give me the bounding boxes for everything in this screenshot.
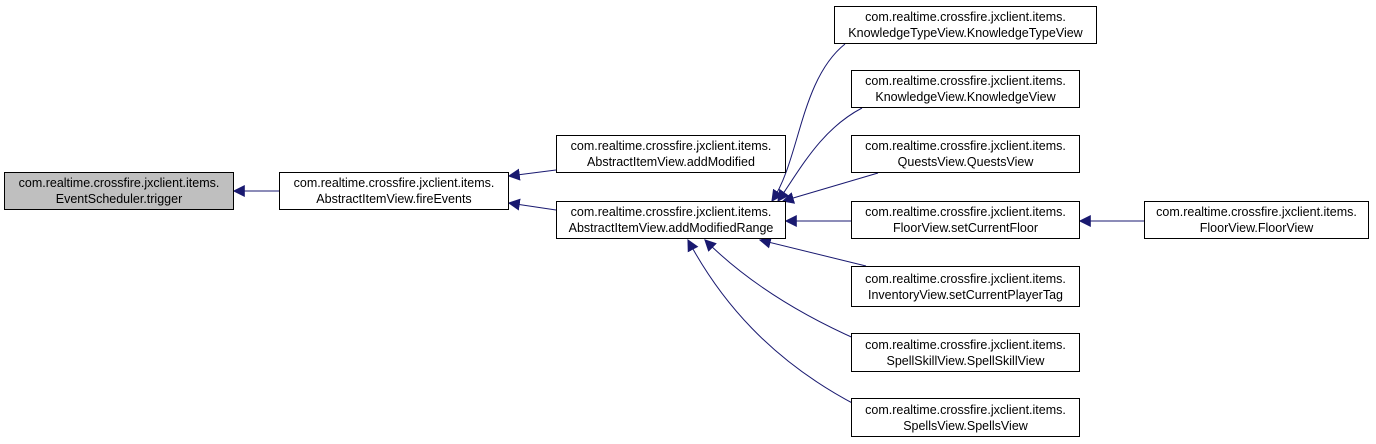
node-knowledge-view-line2: KnowledgeView.KnowledgeView: [875, 90, 1056, 104]
node-fire-events-line2: AbstractItemView.fireEvents: [316, 192, 472, 206]
node-trigger[interactable]: com.realtime.crossfire.jxclient.items. E…: [4, 172, 234, 210]
edge-add-modified-to-fire-events: [507, 168, 557, 181]
node-add-modified-range[interactable]: com.realtime.crossfire.jxclient.items. A…: [556, 201, 786, 239]
edge-knowledge-view-to-add-modified-range: [777, 107, 863, 202]
node-set-current-player-tag-line1: com.realtime.crossfire.jxclient.items.: [865, 271, 1066, 286]
node-trigger-line2: EventScheduler.trigger: [55, 192, 183, 206]
node-fire-events-line1: com.realtime.crossfire.jxclient.items.: [293, 176, 495, 190]
node-spells-view-line2: SpellsView.SpellsView: [903, 418, 1028, 433]
edge-spell-skill-view-to-add-modified-range: [704, 239, 859, 341]
node-spell-skill-view-line2: SpellSkillView.SpellSkillView: [886, 353, 1045, 368]
node-quests-view[interactable]: com.realtime.crossfire.jxclient.items. Q…: [851, 135, 1080, 173]
node-floor-view-line1: com.realtime.crossfire.jxclient.items.: [1156, 205, 1357, 219]
node-add-modified[interactable]: com.realtime.crossfire.jxclient.items. A…: [556, 135, 786, 173]
node-knowledge-type-view-line1: com.realtime.crossfire.jxclient.items.: [865, 10, 1066, 24]
node-set-current-player-tag[interactable]: com.realtime.crossfire.jxclient.items. I…: [851, 266, 1080, 307]
node-knowledge-type-view-line2: KnowledgeTypeView.KnowledgeTypeView: [848, 26, 1083, 40]
node-knowledge-view[interactable]: com.realtime.crossfire.jxclient.items. K…: [851, 70, 1080, 108]
node-add-modified-line1: com.realtime.crossfire.jxclient.items.: [570, 139, 772, 153]
node-spells-view-line1: com.realtime.crossfire.jxclient.items.: [865, 402, 1066, 417]
edge-set-current-player-tag-to-add-modified-range: [758, 236, 867, 267]
node-floor-view-line2: FloorView.FloorView: [1199, 221, 1314, 235]
node-quests-view-line2: QuestsView.QuestsView: [897, 155, 1034, 169]
node-spells-view[interactable]: com.realtime.crossfire.jxclient.items. S…: [851, 398, 1080, 437]
node-knowledge-type-view[interactable]: com.realtime.crossfire.jxclient.items. K…: [834, 6, 1097, 44]
node-set-current-floor-line2: FloorView.setCurrentFloor: [893, 221, 1038, 235]
node-fire-events[interactable]: com.realtime.crossfire.jxclient.items. A…: [279, 172, 509, 210]
node-trigger-line1: com.realtime.crossfire.jxclient.items.: [18, 176, 220, 190]
node-spell-skill-view-line1: com.realtime.crossfire.jxclient.items.: [865, 337, 1066, 352]
node-set-current-player-tag-line2: InventoryView.setCurrentPlayerTag: [867, 287, 1063, 302]
node-add-modified-range-line1: com.realtime.crossfire.jxclient.items.: [570, 205, 772, 219]
node-add-modified-line2: AbstractItemView.addModified: [587, 155, 755, 169]
node-set-current-floor-line1: com.realtime.crossfire.jxclient.items.: [865, 205, 1066, 219]
node-set-current-floor[interactable]: com.realtime.crossfire.jxclient.items. F…: [851, 201, 1080, 239]
node-knowledge-view-line1: com.realtime.crossfire.jxclient.items.: [865, 74, 1066, 88]
node-quests-view-line1: com.realtime.crossfire.jxclient.items.: [865, 139, 1066, 153]
edge-spells-view-to-add-modified-range: [687, 238, 857, 406]
edge-knowledge-type-view-to-add-modified-range: [771, 43, 846, 202]
edge-quests-view-to-add-modified-range: [781, 172, 879, 204]
node-add-modified-range-line2: AbstractItemView.addModifiedRange: [568, 221, 774, 235]
edge-add-modified-range-to-fire-events: [507, 198, 557, 211]
node-spell-skill-view[interactable]: com.realtime.crossfire.jxclient.items. S…: [851, 333, 1080, 372]
node-floor-view[interactable]: com.realtime.crossfire.jxclient.items. F…: [1144, 201, 1369, 239]
